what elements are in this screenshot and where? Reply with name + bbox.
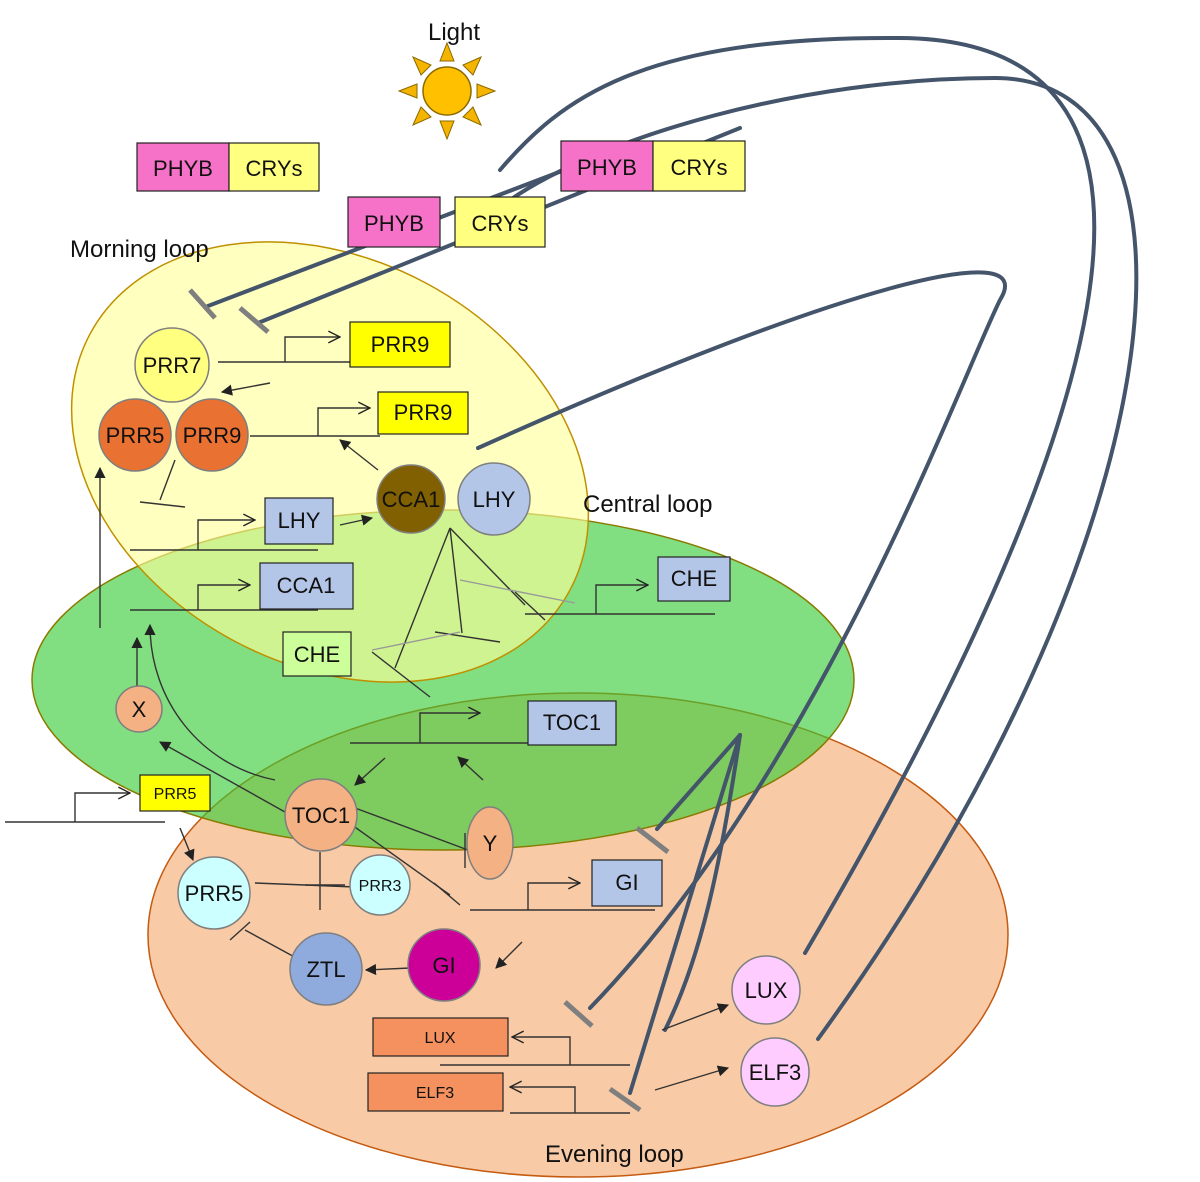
regulatory-lines (5, 337, 730, 1114)
gene-gi-box: GI (591, 859, 663, 907)
svg-text:LHY: LHY (278, 508, 321, 533)
svg-text:ELF3: ELF3 (416, 1085, 454, 1102)
gene-prr9-box-1: PRR9 (349, 321, 451, 368)
gi-inhibition-line (655, 733, 742, 831)
lux-feedback-line (498, 35, 1097, 955)
protein-cca1: CCA1 (376, 464, 446, 534)
protein-prr3: PRR3 (349, 854, 411, 916)
svg-text:ELF3: ELF3 (749, 1060, 802, 1085)
svg-text:GI: GI (432, 953, 455, 978)
crys-label: CRYs (471, 211, 528, 236)
svg-text:PRR5: PRR5 (154, 786, 197, 803)
protein-lux: LUX (731, 955, 801, 1025)
svg-text:Y: Y (483, 831, 498, 856)
protein-gi: GI (407, 928, 481, 1002)
svg-text:TOC1: TOC1 (543, 710, 601, 735)
crys-label: CRYs (245, 156, 302, 181)
svg-text:PRR7: PRR7 (143, 353, 202, 378)
svg-text:GI: GI (615, 870, 638, 895)
phyb-label: PHYB (577, 155, 637, 180)
svg-text:PRR9: PRR9 (183, 423, 242, 448)
feedback-lines (206, 35, 1139, 1095)
protein-lhy: LHY (457, 462, 531, 536)
svg-text:CHE: CHE (671, 566, 717, 591)
svg-text:CCA1: CCA1 (382, 487, 441, 512)
photoreceptor-pair-3: PHYB CRYs (560, 140, 746, 192)
feedback-inhibition-bars (188, 288, 670, 1113)
crys-label: CRYs (670, 155, 727, 180)
svg-text:PRR5: PRR5 (185, 881, 244, 906)
evening-loop-label: Evening loop (545, 1141, 684, 1168)
svg-text:X: X (132, 697, 147, 722)
gene-elf3-box: ELF3 (367, 1072, 504, 1112)
phyb-label: PHYB (153, 156, 213, 181)
svg-text:LHY: LHY (473, 487, 516, 512)
protein-prr5-morning: PRR5 (98, 398, 172, 472)
gene-toc1-box: TOC1 (527, 700, 617, 746)
elf3-feedback-line (508, 75, 1139, 1041)
lux-elf3-inhibition-line-a (628, 733, 742, 1095)
sun-icon (397, 41, 497, 141)
protein-y: Y (466, 806, 514, 880)
protein-elf3: ELF3 (740, 1037, 810, 1107)
svg-text:PRR5: PRR5 (106, 423, 165, 448)
svg-text:PRR3: PRR3 (359, 878, 402, 895)
protein-toc1: TOC1 (284, 778, 358, 852)
gene-prr9-box-2: PRR9 (377, 391, 469, 435)
protein-prr9: PRR9 (175, 398, 249, 472)
svg-text:TOC1: TOC1 (292, 803, 350, 828)
svg-text:CHE: CHE (294, 642, 340, 667)
gene-lux-box: LUX (372, 1017, 509, 1057)
svg-text:ZTL: ZTL (306, 957, 345, 982)
svg-text:CCA1: CCA1 (277, 573, 336, 598)
svg-text:LUX: LUX (424, 1030, 455, 1047)
phyb-label: PHYB (364, 211, 424, 236)
gene-cca1-box: CCA1 (259, 562, 354, 610)
svg-text:PRR9: PRR9 (371, 332, 430, 357)
light-label: Light (428, 19, 480, 46)
gene-che-box-right: CHE (657, 556, 731, 602)
gene-che-box-left: CHE (282, 631, 352, 677)
photoreceptor-pair-1: PHYB CRYs (136, 142, 320, 192)
svg-text:LUX: LUX (745, 978, 788, 1003)
svg-text:PRR9: PRR9 (394, 400, 453, 425)
lux-elf3-inhibition-line-b (663, 733, 742, 1032)
gene-prr5-box: PRR5 (139, 774, 211, 812)
protein-prr7: PRR7 (134, 327, 210, 403)
cca1-lhy-to-evening-line (476, 270, 1007, 1010)
protein-prr5-evening: PRR5 (177, 856, 251, 930)
central-loop-label: Central loop (583, 491, 712, 518)
photoreceptor-pair-2: PHYB CRYs (347, 196, 546, 248)
protein-x: X (115, 685, 163, 733)
protein-ztl: ZTL (289, 932, 363, 1006)
morning-loop-label: Morning loop (70, 236, 209, 263)
gene-lhy-box: LHY (264, 497, 334, 545)
